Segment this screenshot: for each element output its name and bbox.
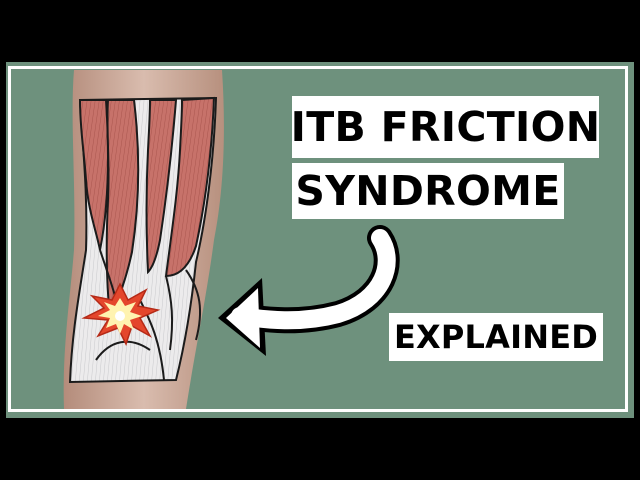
subtitle-label: EXPLAINED xyxy=(389,313,603,361)
white-frame xyxy=(8,66,628,412)
title-line-2: SYNDROME xyxy=(292,163,564,219)
curved-arrow-icon xyxy=(218,225,400,356)
title-line-1: ITB FRICTION xyxy=(291,96,600,158)
muscle-center-right xyxy=(145,99,178,275)
pain-burst-icon xyxy=(81,282,161,346)
